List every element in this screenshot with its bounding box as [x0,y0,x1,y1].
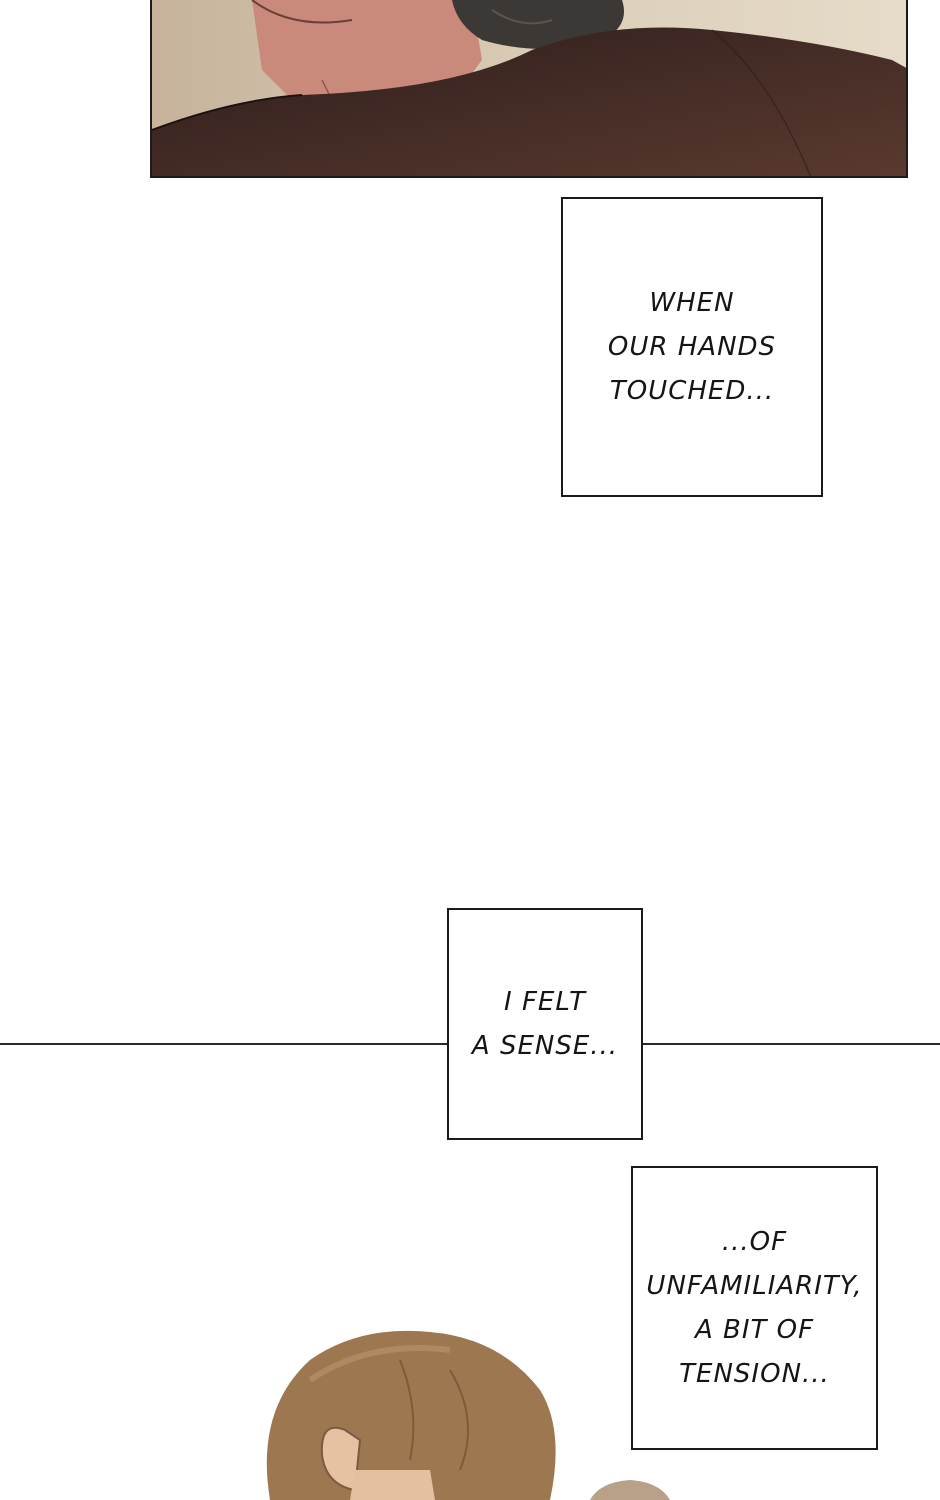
narration-line: OUR HANDS [607,332,777,362]
narration-line: I FELT [504,987,586,1017]
narration-box-2: I FELT A SENSE... [447,908,643,1140]
narration-line: UNFAMILIARITY, [646,1271,863,1301]
embrace-illustration [152,0,906,176]
character-head-art [266,1330,670,1500]
narration-line: TOUCHED... [609,376,775,406]
top-comic-panel [150,0,908,178]
horizontal-divider-left [0,1043,447,1045]
narration-line: ...OF [721,1227,788,1257]
horizontal-divider-right [643,1043,940,1045]
narration-box-1: WHEN OUR HANDS TOUCHED... [561,197,823,497]
narration-line: TENSION... [679,1359,830,1389]
bottom-character-illustration [250,1320,690,1500]
narration-line: A BIT OF [694,1315,815,1345]
narration-line: WHEN [649,288,735,318]
narration-line: A SENSE... [471,1031,619,1061]
narration-box-3: ...OF UNFAMILIARITY, A BIT OF TENSION... [631,1166,878,1450]
